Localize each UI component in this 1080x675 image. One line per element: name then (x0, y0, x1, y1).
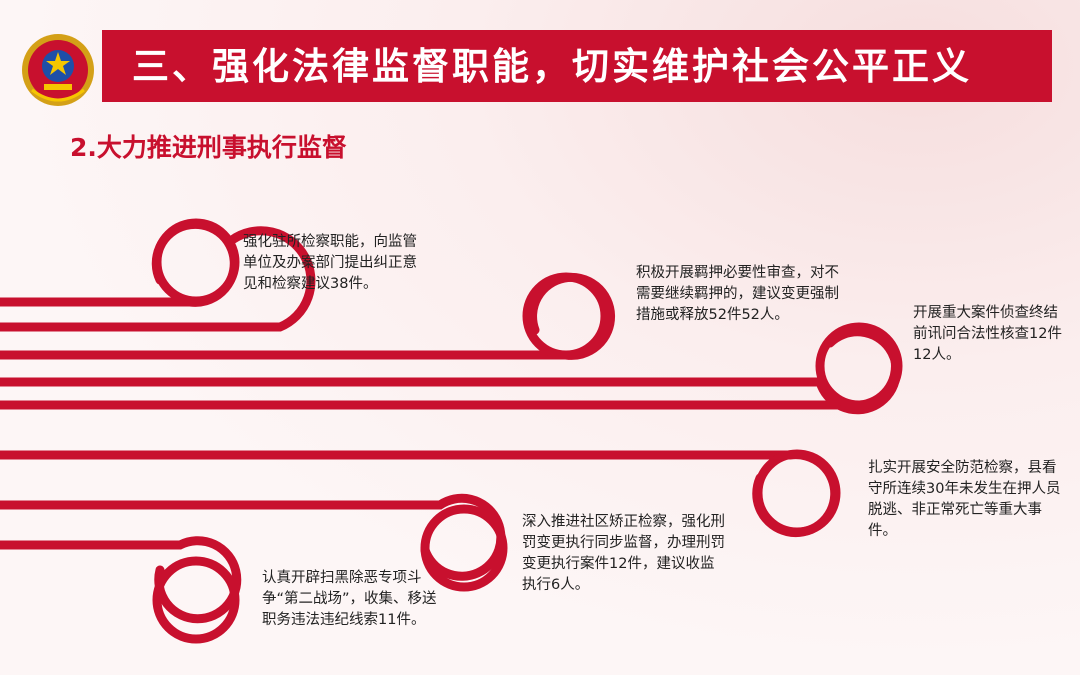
ring-2 (522, 272, 610, 360)
item-text-4: 扎实开展安全防范检察，县看守所连续30年未发生在押人员脱逃、非正常死亡等重大事件… (868, 460, 1061, 539)
procuratorate-emblem-icon (22, 34, 94, 106)
line-1 (0, 219, 239, 307)
page-title: 三、强化法律监督职能，切实维护社会公平正义 (132, 44, 972, 88)
item-text-5: 深入推进社区矫正检察，强化刑罚变更执行同步监督，办理刑罚变更执行案件12件，建议… (522, 514, 725, 593)
item-text-3: 开展重大案件侦查终结前讯问合法性核查12件12人。 (913, 305, 1062, 363)
line-2 (0, 226, 316, 332)
title-bar: 三、强化法律监督职能，切实维护社会公平正义 (102, 30, 1052, 102)
item-text-2: 积极开展羁押必要性审查，对不需要继续羁押的，建议变更强制措施或释放52件52人。 (636, 265, 839, 323)
ring-6 (152, 556, 240, 644)
ring-1 (152, 218, 240, 306)
item-text-6: 认真开辟扫黑除恶专项斗争“第二战场”，收集、移送职务违法违纪线索11件。 (262, 570, 437, 628)
ring-4 (753, 449, 841, 537)
item-text-1: 强化驻所检察职能，向监管单位及办案部门提出纠正意见和检察建议38件。 (243, 234, 417, 292)
title-bar-notch (102, 30, 110, 102)
section-subtitle: 2.大力推进刑事执行监督 (70, 133, 347, 162)
line-8 (0, 536, 242, 624)
ring-3 (815, 322, 903, 410)
ring-5 (420, 504, 508, 592)
line-4 (0, 327, 901, 415)
